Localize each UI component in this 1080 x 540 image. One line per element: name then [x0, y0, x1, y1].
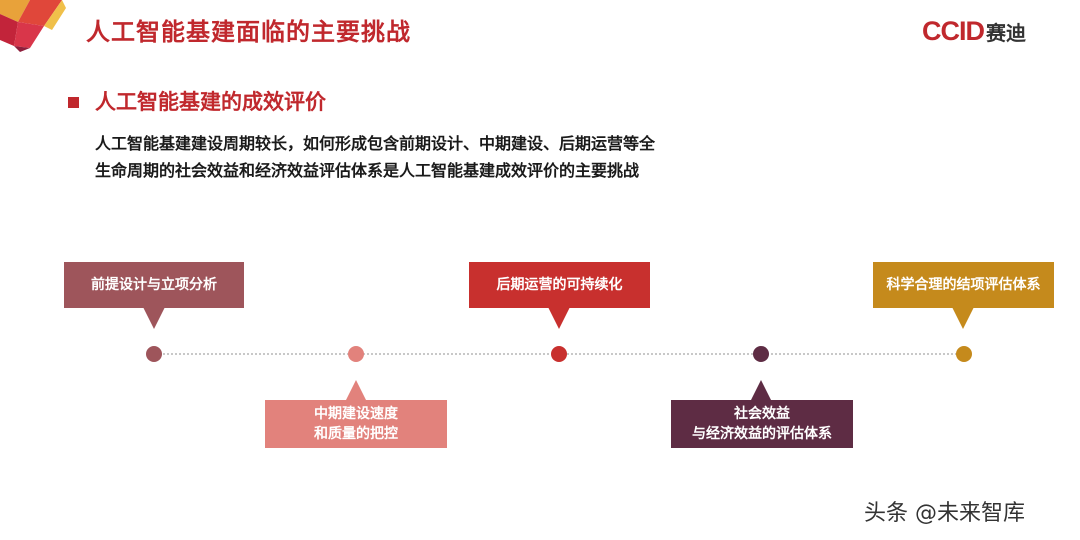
- stage-pointer: [548, 307, 570, 329]
- ccid-logo: CCID 赛迪: [922, 16, 1026, 47]
- timeline-node: [551, 346, 567, 362]
- stage-label: 前提设计与立项分析: [91, 277, 217, 293]
- stage-box-construction: 中期建设速度 和质量的把控: [265, 400, 447, 448]
- stage-pointer: [143, 307, 165, 329]
- stage-label-line-1: 中期建设速度: [314, 406, 398, 422]
- stage-pointer: [750, 380, 772, 402]
- description-line-1: 人工智能基建建设周期较长，如何形成包含前期设计、中期建设、后期运营等全: [95, 134, 656, 153]
- stage-label-line-2: 与经济效益的评估体系: [692, 426, 832, 442]
- stage-label-line-2: 和质量的把控: [314, 426, 398, 442]
- logo-cn-text: 赛迪: [986, 21, 1026, 45]
- logo-en-text: CCID: [922, 16, 985, 46]
- stage-pointer: [345, 380, 367, 402]
- timeline-node: [753, 346, 769, 362]
- stage-label-line-1: 社会效益: [734, 406, 790, 422]
- watermark: 头条 @未来智库: [864, 501, 1025, 526]
- section-description: 人工智能基建建设周期较长，如何形成包含前期设计、中期建设、后期运营等全 生命周期…: [95, 130, 655, 184]
- timeline-node: [348, 346, 364, 362]
- timeline-node: [956, 346, 972, 362]
- timeline-node: [146, 346, 162, 362]
- description-line-2: 生命周期的社会效益和经济效益评估体系是人工智能基建成效评价的主要挑战: [95, 161, 640, 180]
- section-title: 人工智能基建的成效评价: [95, 90, 326, 114]
- corner-decoration: [0, 0, 66, 52]
- section-bullet-icon: [68, 97, 79, 108]
- stage-pointer: [952, 307, 974, 329]
- stage-box-evaluation: 科学合理的结项评估体系: [873, 262, 1054, 308]
- stage-box-operation: 后期运营的可持续化: [469, 262, 650, 308]
- page-title: 人工智能基建面临的主要挑战: [86, 18, 411, 46]
- stage-box-benefit: 社会效益 与经济效益的评估体系: [671, 400, 853, 448]
- stage-label: 科学合理的结项评估体系: [886, 277, 1041, 293]
- stage-label: 后期运营的可持续化: [496, 277, 623, 293]
- stage-box-design: 前提设计与立项分析: [64, 262, 244, 308]
